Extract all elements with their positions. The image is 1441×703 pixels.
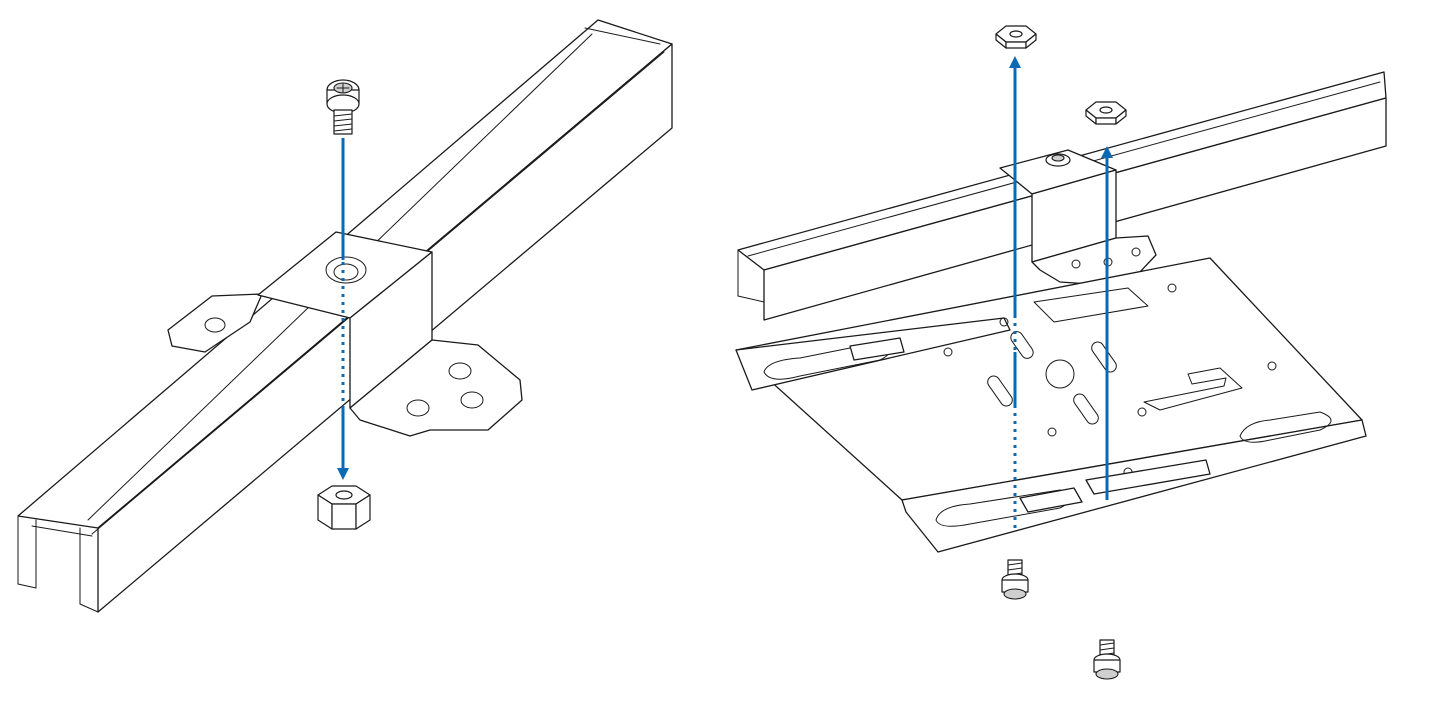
right-panel <box>735 25 1387 680</box>
right-screw-2-icon <box>1093 639 1121 680</box>
right-saddle-bracket <box>999 149 1157 285</box>
left-bracket <box>167 231 523 437</box>
left-panel <box>17 19 673 613</box>
right-nut-1-icon <box>995 25 1037 49</box>
right-mounting-plate <box>735 257 1367 553</box>
right-screw-1-icon <box>1001 559 1029 600</box>
left-screw-icon <box>326 79 360 135</box>
right-nut-2-icon <box>1085 101 1127 125</box>
left-nut-icon <box>317 485 371 530</box>
